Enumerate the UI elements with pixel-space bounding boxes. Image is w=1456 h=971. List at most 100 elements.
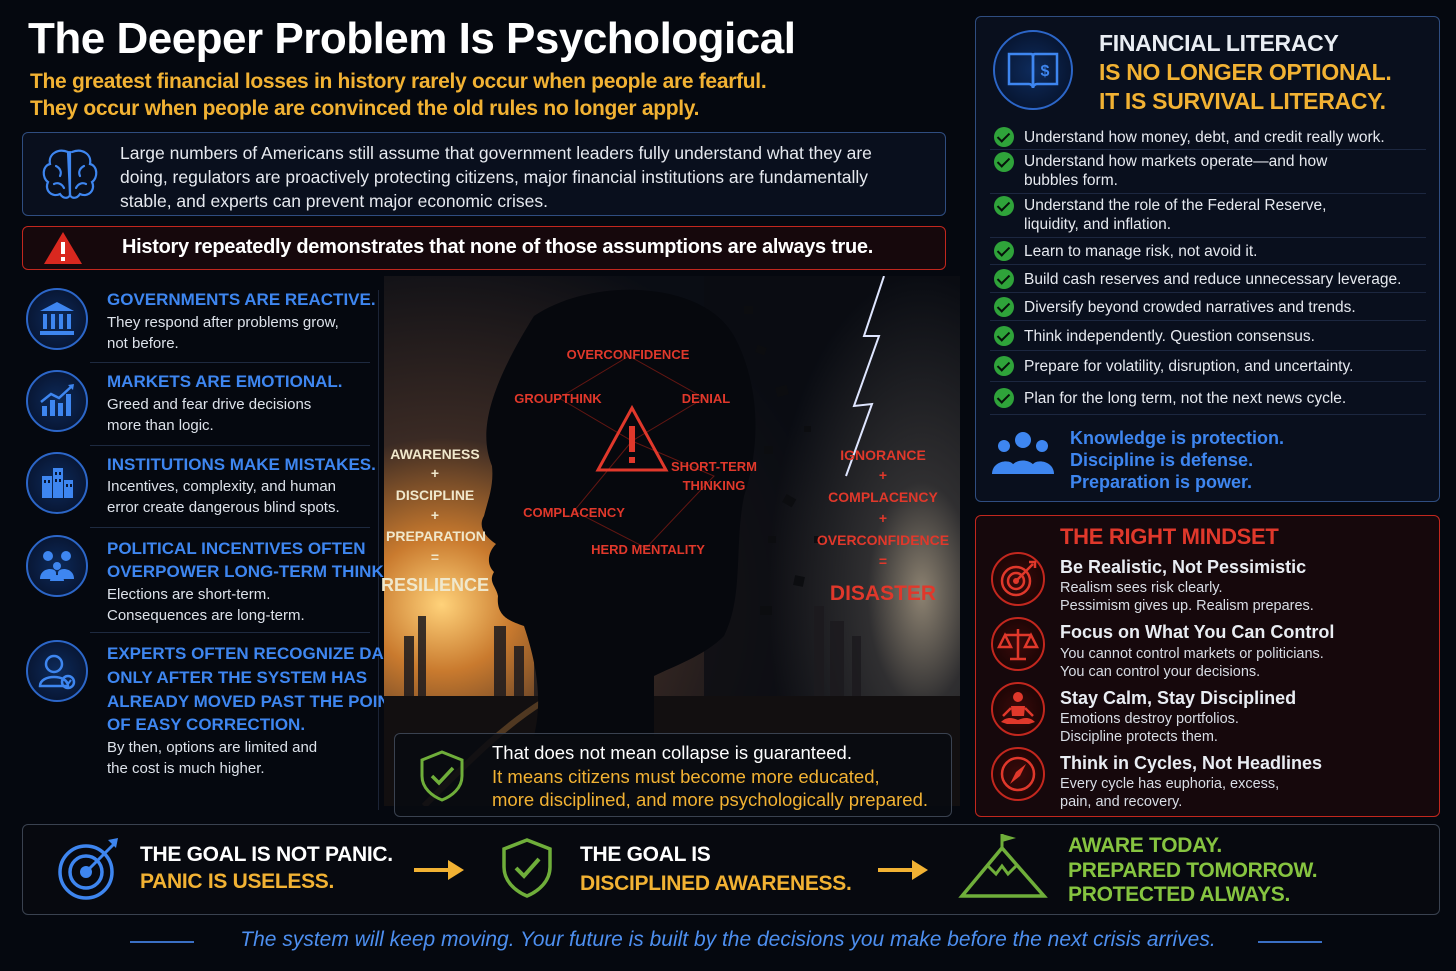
left-column-divider — [378, 290, 379, 810]
resilience-formula-term: PREPARATION — [386, 528, 486, 544]
truth-heading: MARKETS ARE EMOTIONAL. — [107, 372, 343, 391]
financial-literacy-title: IT IS SURVIVAL LITERACY. — [1099, 88, 1386, 114]
bias-label: GROUPTHINK — [514, 391, 602, 406]
goal-step1-white: THE GOAL IS NOT PANIC. — [140, 843, 393, 866]
resilience-formula-op: = — [430, 549, 440, 565]
people-group-icon — [992, 432, 1054, 474]
divider — [90, 632, 370, 633]
truth-body: Elections are short-term. — [107, 586, 271, 603]
divider — [990, 193, 1426, 194]
goal-step2-yellow: DISCIPLINED AWARENESS. — [580, 872, 852, 895]
buildings-icon — [26, 452, 88, 514]
divider — [990, 149, 1426, 150]
shield-check-icon — [420, 750, 464, 802]
truth-heading: POLITICAL INCENTIVES OFTEN — [107, 539, 366, 558]
truth-body: Greed and fear drive decisions — [107, 396, 312, 413]
truth-heading: INSTITUTIONS MAKE MISTAKES. — [107, 455, 376, 474]
footer-rule-left — [130, 941, 194, 943]
truth-body: By then, options are limited and — [107, 739, 318, 756]
message-line-2: It means citizens must become more educa… — [492, 766, 880, 787]
check-icon — [994, 326, 1014, 346]
literacy-item: Build cash reserves and reduce unnecessa… — [1024, 271, 1402, 288]
literacy-item: Think independently. Question consensus. — [1024, 328, 1315, 345]
literacy-item: Diversify beyond crowded narratives and … — [1024, 299, 1356, 316]
bias-label: OVERCONFIDENCE — [566, 347, 690, 362]
divider — [990, 320, 1426, 321]
disaster-formula-op: = — [878, 553, 888, 569]
assumptions-text: Large numbers of Americans still assume … — [120, 143, 872, 211]
knowledge-line: Preparation is power. — [1070, 472, 1253, 492]
knowledge-line: Discipline is defense. — [1070, 450, 1254, 470]
mountain-flag-icon — [958, 834, 1048, 898]
subtitle-line-1: The greatest financial losses in history… — [30, 70, 767, 93]
literacy-item: Understand how markets operate—and how — [1024, 153, 1328, 170]
financial-literacy-title: FINANCIAL LITERACY — [1099, 30, 1339, 56]
truth-heading: OF EASY CORRECTION. — [107, 715, 306, 734]
mindset-heading: Be Realistic, Not Pessimistic — [1060, 557, 1307, 577]
arrow-right-icon — [414, 860, 464, 880]
mindset-heading: Focus on What You Can Control — [1060, 622, 1335, 642]
message-panel — [394, 733, 952, 817]
bias-label: DENIAL — [681, 391, 731, 406]
mindset-body: You can control your decisions. — [1060, 664, 1261, 680]
arrow-right-icon — [878, 860, 928, 880]
history-text: History repeatedly demonstrates that non… — [122, 236, 873, 258]
divider — [990, 381, 1426, 382]
target-icon — [991, 552, 1045, 606]
page-title: The Deeper Problem Is Psychological — [28, 14, 796, 63]
mindset-body: pain, and recovery. — [1060, 794, 1183, 810]
truth-heading: ONLY AFTER THE SYSTEM HAS — [107, 668, 368, 687]
resilience-formula-term: AWARENESS — [390, 446, 480, 462]
scales-icon — [991, 617, 1045, 671]
shield-check-icon — [502, 838, 552, 898]
truth-body: more than logic. — [107, 417, 214, 434]
goal-step3-line: PROTECTED ALWAYS. — [1068, 883, 1291, 906]
bias-label: SHORT-TERM — [671, 459, 757, 474]
check-icon — [994, 152, 1014, 172]
check-icon — [994, 356, 1014, 376]
truth-body: not before. — [107, 335, 179, 352]
truth-heading: OVERPOWER LONG-TERM THINKING. — [107, 562, 419, 581]
truth-body: They respond after problems grow, — [107, 314, 339, 331]
mindset-heading: Stay Calm, Stay Disciplined — [1060, 688, 1297, 708]
divider — [990, 292, 1426, 293]
message-line-3: more disciplined, and more psychological… — [492, 789, 929, 810]
truth-body: Consequences are long-term. — [107, 607, 305, 624]
mindset-body: Realism sees risk clearly. — [1060, 580, 1223, 596]
resilience-formula-op: + — [430, 507, 440, 523]
disaster-formula-op: + — [878, 467, 888, 483]
goals-band — [22, 824, 1440, 915]
disaster-formula-term: COMPLACENCY — [828, 489, 938, 505]
truth-body: the cost is much higher. — [107, 760, 265, 777]
resilience-formula-term: DISCIPLINE — [395, 487, 475, 503]
resilience-result: RESILIENCE — [380, 575, 490, 595]
divider — [90, 445, 370, 446]
truth-heading: GOVERNMENTS ARE REACTIVE. — [107, 290, 376, 309]
literacy-item: Learn to manage risk, not avoid it. — [1024, 243, 1258, 260]
check-icon — [994, 297, 1014, 317]
literacy-item: Prepare for volatility, disruption, and … — [1024, 358, 1354, 375]
disaster-formula-op: + — [878, 510, 888, 526]
literacy-item: bubbles form. — [1024, 172, 1118, 189]
literacy-item: Understand how money, debt, and credit r… — [1024, 129, 1385, 146]
svg-text:$: $ — [1041, 63, 1050, 80]
mindset-body: Pessimism gives up. Realism prepares. — [1060, 598, 1314, 614]
financial-literacy-title: IS NO LONGER OPTIONAL. — [1099, 59, 1392, 85]
literacy-item: Understand the role of the Federal Reser… — [1024, 197, 1327, 214]
bias-label: THINKING — [682, 478, 746, 493]
target-arrow-icon — [58, 838, 118, 900]
divider — [990, 264, 1426, 265]
divider — [990, 350, 1426, 351]
footer-rule-right — [1258, 941, 1322, 943]
government-building-icon — [26, 288, 88, 350]
mindset-title: THE RIGHT MINDSET — [1060, 524, 1279, 549]
divider — [90, 362, 370, 363]
literacy-item: Plan for the long term, not the next new… — [1024, 390, 1347, 407]
truth-heading: ALREADY MOVED PAST THE POINT — [107, 692, 401, 711]
warning-icon — [44, 232, 82, 264]
truth-heading: EXPERTS OFTEN RECOGNIZE DANGER — [107, 644, 433, 663]
expert-icon — [26, 640, 88, 702]
book-dollar-icon: $ — [993, 30, 1073, 110]
bias-label: HERD MENTALITY — [591, 542, 705, 557]
mindset-body: You cannot control markets or politician… — [1060, 646, 1324, 662]
